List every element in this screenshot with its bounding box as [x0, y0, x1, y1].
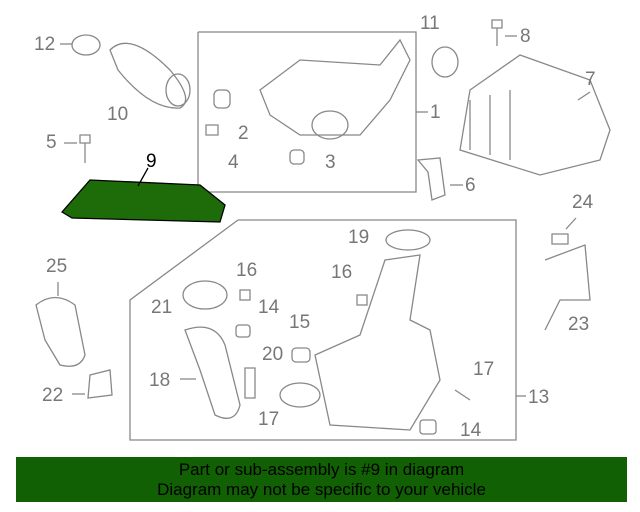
banner-line-1: Part or sub-assembly is #9 in diagram: [178, 460, 465, 479]
callout-2: 2: [238, 123, 249, 144]
callout-14a: 14: [258, 297, 280, 318]
callout-5: 5: [46, 132, 57, 153]
bracket-22: [87, 369, 113, 399]
intake-hose-10: [109, 42, 187, 109]
seal-20: [279, 382, 321, 408]
callout-23: 23: [568, 314, 590, 335]
callout-7: 7: [585, 69, 596, 90]
clip-16b: [356, 294, 368, 306]
callout-6: 6: [465, 175, 476, 196]
bolt-4: [205, 124, 219, 136]
callout-10: 10: [107, 104, 129, 125]
duct-23: [544, 244, 591, 331]
callout-17a: 17: [258, 409, 280, 430]
callout-22: 22: [42, 385, 64, 406]
grommet-3: [289, 149, 305, 165]
resonator-13: [314, 254, 441, 431]
callout-9: 9: [146, 151, 157, 172]
bolt-5: [79, 134, 91, 163]
duct-18: [184, 326, 241, 419]
clamp-12: [71, 34, 101, 56]
callout-25: 25: [46, 256, 68, 277]
group-13-bracket: [129, 219, 517, 441]
seal-21: [182, 280, 228, 310]
clip-16a: [239, 289, 251, 301]
bolt-8: [491, 19, 503, 46]
banner-line-2: Diagram may not be specific to your vehi…: [157, 480, 486, 499]
air-filter-9: [60, 179, 226, 223]
seal-11: [431, 46, 459, 78]
callout-24: 24: [572, 192, 594, 213]
callout-13: 13: [528, 387, 550, 408]
air-duct-25: [35, 296, 86, 367]
callout-15: 15: [289, 312, 311, 333]
callout-16b: 16: [331, 262, 353, 283]
grommet-2: [213, 89, 231, 109]
air-cleaner-case-1: [259, 38, 411, 136]
bracket-6: [416, 157, 446, 201]
callout-16a: 16: [236, 260, 258, 281]
bolt-17a: [244, 367, 256, 399]
callout-11: 11: [420, 13, 440, 34]
seal-19: [385, 229, 431, 251]
bolt-17b: [454, 389, 471, 401]
grommet-14b: [419, 419, 437, 435]
group-1-bracket: [197, 31, 417, 193]
callout-21: 21: [151, 297, 173, 318]
air-cleaner-cover-7: [459, 54, 611, 176]
callout-12: 12: [34, 34, 56, 55]
clip-24: [551, 233, 569, 245]
callout-19: 19: [348, 227, 370, 248]
callout-1: 1: [430, 102, 441, 123]
callout-4: 4: [228, 152, 239, 173]
callout-17b: 17: [473, 359, 495, 380]
callout-3: 3: [325, 152, 336, 173]
callout-8: 8: [520, 26, 531, 47]
callout-20: 20: [262, 344, 284, 365]
callout-18: 18: [149, 370, 171, 391]
grommet-14a: [235, 324, 251, 338]
grommet-15: [291, 347, 311, 363]
callout-14b: 14: [460, 420, 482, 441]
info-banner: Part or sub-assembly is #9 in diagram Di…: [16, 457, 627, 502]
